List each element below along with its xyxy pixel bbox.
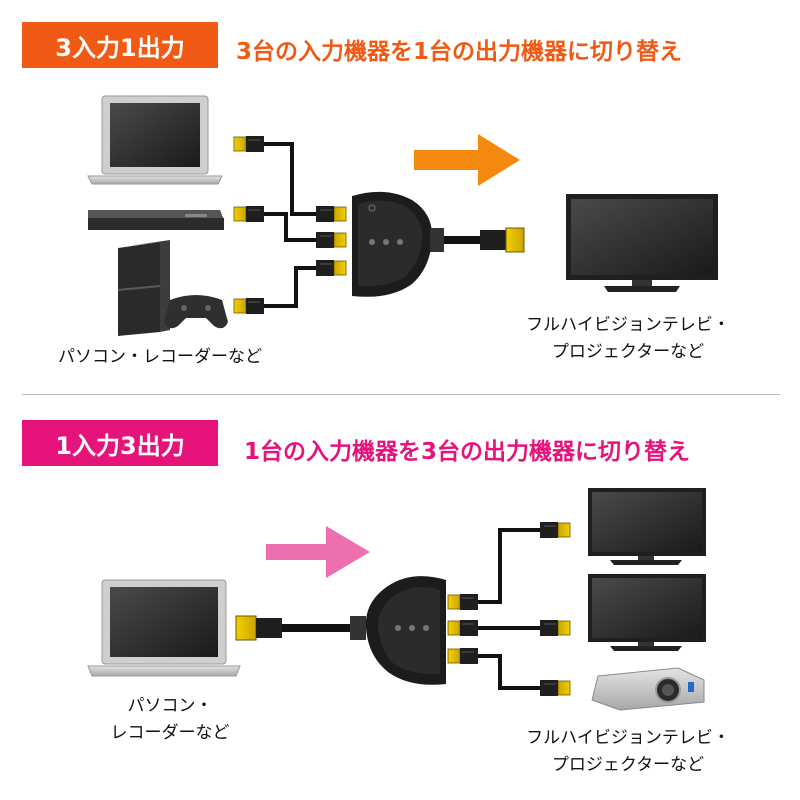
hdmi-plug-icon: [539, 679, 571, 697]
hdmi-plug-icon: [233, 135, 265, 153]
laptop-icon: [87, 579, 241, 677]
hdmi-switcher-3in1out: [352, 191, 444, 297]
tv-icon: [588, 574, 706, 651]
bottom-direction-arrow: [266, 526, 370, 578]
hdmi-plug-icon: [233, 205, 265, 223]
game-console-icon: [117, 240, 170, 336]
bottom-headline: 1台の入力機器を3台の出力機器に切り替え: [244, 439, 691, 465]
top-direction-arrow: [414, 134, 520, 186]
hdmi-plug-icon: [235, 615, 282, 641]
hdmi-plug-icon: [315, 205, 347, 223]
hdmi-plug-icon: [539, 521, 571, 539]
mode-badge-3in1out: 3入力1出力: [22, 22, 218, 68]
hdmi-plug-icon: [480, 227, 525, 253]
hdmi-plug-icon: [233, 297, 265, 315]
hdmi-plug-icon: [539, 619, 571, 637]
hdmi-plug-icon: [447, 647, 479, 665]
top-source-caption: パソコン・レコーダーなど: [58, 347, 262, 367]
mode-badge-1in3out: 1入力3出力: [22, 420, 218, 466]
top-headline: 3台の入力機器を1台の出力機器に切り替え: [236, 39, 683, 65]
section-divider: [22, 394, 780, 395]
recorder-icon: [88, 210, 224, 230]
top-output-caption-line2: プロジェクターなど: [551, 342, 705, 362]
bottom-source-caption-line2: レコーダーなど: [110, 723, 230, 743]
laptop-icon: [87, 95, 223, 185]
bottom-source-caption-line1: パソコン・: [127, 696, 213, 716]
tv-icon: [588, 488, 706, 565]
hdmi-plug-icon: [447, 593, 479, 611]
top-output-caption-line1: フルハイビジョンテレビ・: [526, 315, 730, 335]
bottom-output-caption-line1: フルハイビジョンテレビ・: [526, 728, 730, 748]
hdmi-plug-icon: [315, 231, 347, 249]
hdmi-plug-icon: [315, 259, 347, 277]
bottom-output-cables: [478, 528, 540, 690]
bottom-output-caption-line2: プロジェクターなど: [551, 755, 705, 775]
tv-icon: [566, 194, 718, 292]
projector-icon: [591, 667, 705, 711]
hdmi-switcher-1in3out: [350, 576, 446, 685]
hdmi-plug-icon: [447, 619, 479, 637]
controller-icon: [164, 295, 228, 329]
top-input-cables: [262, 142, 316, 308]
